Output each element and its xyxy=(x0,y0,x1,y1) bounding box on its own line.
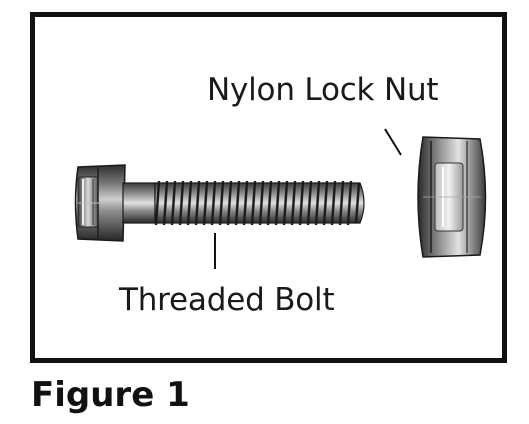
nylon-lock-nut-label: Nylon Lock Nut xyxy=(207,72,439,108)
figure-caption: Figure 1 xyxy=(31,375,190,415)
nut-leader-line xyxy=(384,128,402,156)
figure-frame: Nylon Lock Nut Threaded Bolt xyxy=(30,12,507,363)
threaded-bolt-label: Threaded Bolt xyxy=(119,282,335,318)
bolt-shank xyxy=(122,180,365,226)
bolt-head xyxy=(74,164,126,242)
hardware-illustration xyxy=(74,128,487,269)
nylon-lock-nut xyxy=(417,136,487,258)
